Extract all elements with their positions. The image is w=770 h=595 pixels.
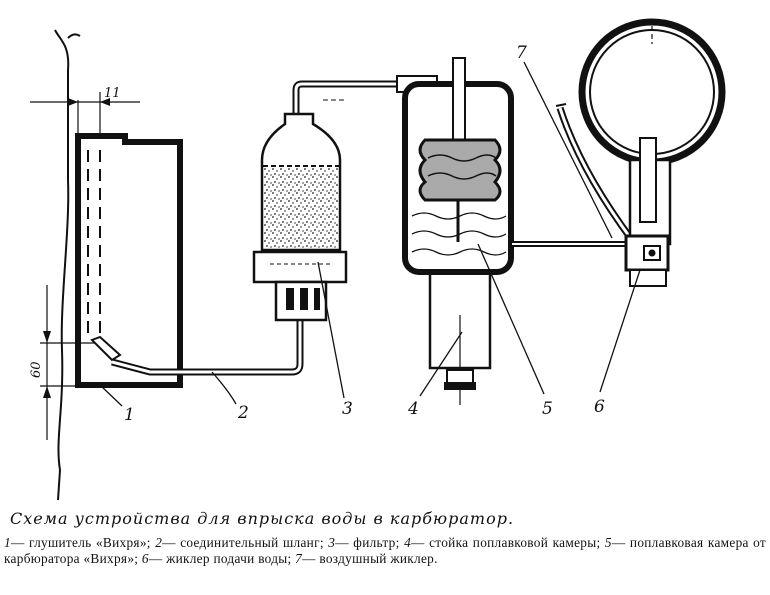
dimension-11: 11: [30, 86, 140, 135]
muffler: [75, 133, 183, 388]
legend-item: 5— поплавковая камера от карбюратора «Ви…: [4, 535, 767, 566]
callout-6: 6: [594, 397, 605, 417]
legend-item: 6— жиклер подачи воды;: [141, 551, 292, 566]
dimension-60: 60: [29, 285, 100, 440]
callout-2: 2: [237, 403, 249, 423]
callout-1: 1: [124, 405, 135, 425]
callout-5: 5: [542, 399, 553, 419]
float-chamber: [402, 57, 514, 275]
legend-item: 4— стойка поплавковой камеры;: [404, 535, 601, 550]
legend-item: 7— воздушный жиклер.: [295, 551, 438, 566]
transom-line: [54, 29, 70, 501]
air-jet: [555, 103, 635, 243]
leader-lines: [99, 61, 641, 407]
callout-3: 3: [342, 399, 353, 419]
legend-item: 2— соединительный шланг;: [155, 535, 324, 550]
carburetor-intake: [578, 18, 726, 287]
float-chamber-stand: [428, 270, 492, 405]
legend-item: 3— фильтр;: [328, 535, 400, 550]
filter: [252, 112, 348, 322]
water-injection-diagram: 11 60: [29, 18, 726, 501]
dimension-60-label: 60: [29, 361, 44, 378]
transom-tick: [67, 33, 81, 39]
callout-4: 4: [407, 399, 419, 419]
callout-7: 7: [516, 43, 527, 63]
caption-title: Схема устройства для впрыска воды в карб…: [10, 509, 515, 528]
dimension-11-label: 11: [104, 86, 121, 101]
legend-item: 1— глушитель «Вихря»;: [4, 535, 151, 550]
legend: 1— глушитель «Вихря»; 2— соединительный …: [4, 535, 766, 567]
